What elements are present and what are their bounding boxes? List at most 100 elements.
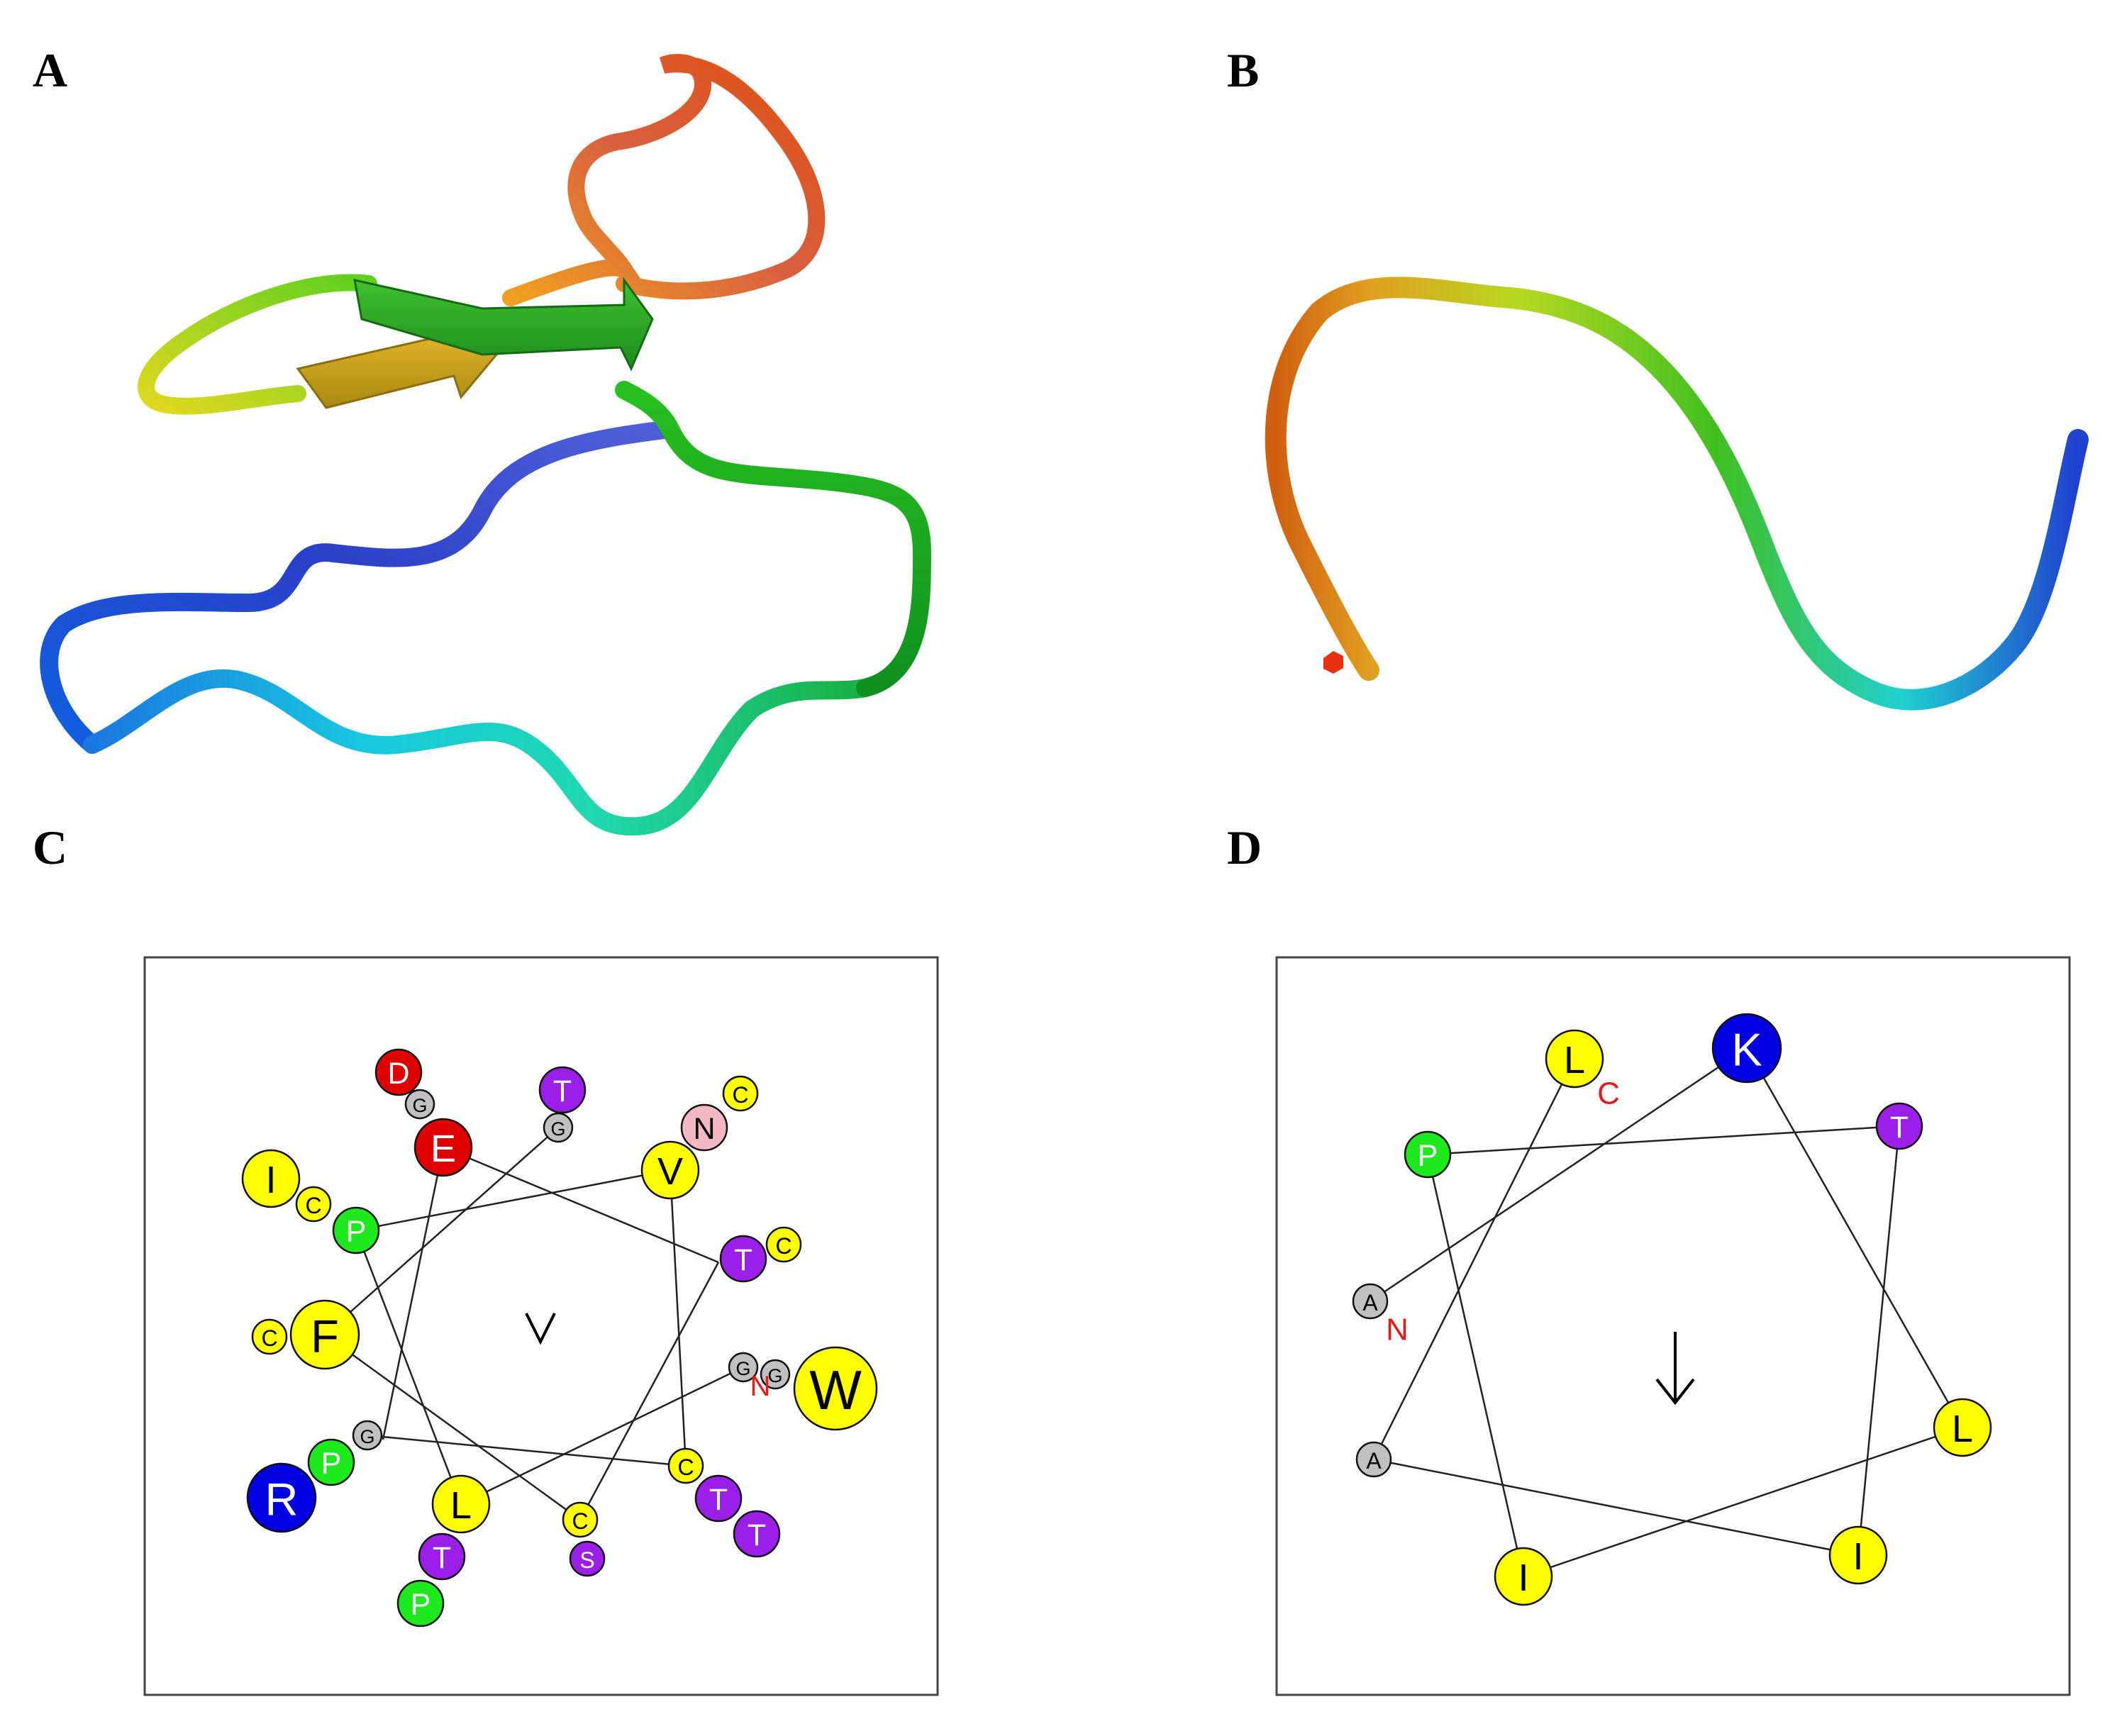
wheel-c-residue-circle [251,1318,288,1355]
wheel-c-residue-letter: L [450,1484,472,1527]
wheel-c-residue-letter: T [709,1483,728,1517]
wheel-c-residue-letter: G [360,1426,374,1447]
wheel-c-residue-d: D [374,1048,423,1096]
wheel-d-residue-letter: T [1890,1111,1909,1145]
ribbon-a-orange-red [502,54,826,306]
wheel-d-connection-line [1427,1125,1900,1156]
wheel-c-residue-letter: P [411,1588,431,1622]
terminus-b-marker [1323,651,1343,674]
ribbon-b [1265,277,2089,711]
wheel-c-residue-t: T [694,1474,743,1523]
wheel-c-connection-line [367,1434,687,1467]
wheel-d-residue-letter: L [1564,1039,1585,1081]
wheel-c-residue-p: P [396,1579,445,1628]
wheel-c-residue-circle [241,1149,301,1208]
wheel-c-residue-c: C [722,1075,759,1112]
wheel-c-residue-circle [760,1359,791,1390]
wheel-c-residue-letter: C [572,1508,588,1534]
panel-label-b: B [1227,43,1259,97]
wheel-c-residue-i: I [241,1149,301,1208]
wheel-c-connection-line [355,1230,462,1505]
wheel-c-residue-letter: T [433,1541,451,1575]
wheel-c-residue-circle [640,1140,700,1200]
wheel-c-residue-circle [765,1226,802,1263]
wheel-c-residue-circle [722,1075,759,1112]
wheel-c-residue-circle [680,1103,728,1152]
wheel-c-residue-letter: G [550,1118,565,1140]
wheel-c-residue-r: R [246,1462,317,1533]
wheel-c-residue-letter: R [265,1474,299,1525]
wheel-c-residue-letter: C [305,1193,321,1218]
wheel-c-residue-letter: C [261,1325,277,1351]
wheel-c-residue-letter: V [657,1150,683,1193]
wheel-d-residue-letter: A [1362,1290,1378,1315]
wheel-c-residue-letter: G [735,1358,750,1379]
wheel-d-residue-letter: I [1852,1535,1863,1578]
wheel-c-residue-f: F [289,1299,360,1370]
wheel-c-connection-line [443,1146,719,1264]
wheel-c-residue-letter: G [412,1095,427,1116]
wheel-c-connections [324,1127,744,1521]
wheel-c-residue-l: L [431,1474,491,1534]
wheel-c-residue-circle [793,1346,878,1431]
wheel-d-residue-circle [1404,1130,1452,1179]
wheel-c-residue-w: W [793,1346,878,1431]
wheel-c-residue-c: C [295,1186,332,1223]
wheel-d-residue-letter: I [1518,1557,1528,1599]
wheel-d-connection-line [1745,1047,1964,1428]
wheel-c-residue-circle [719,1235,767,1283]
wheel-d-frame [1275,956,2071,1696]
wheel-c-residue-circle [352,1420,383,1451]
wheel-c-residue-letter: E [430,1128,456,1170]
wheel-c-residue-circle [562,1501,599,1538]
wheel-c-residue-g: G [404,1089,435,1120]
wheel-d-residue-circle [1875,1102,1923,1150]
beta-strand-green [353,277,654,372]
wheel-c-residue-c: C [562,1501,599,1538]
wheel-c-residue-circle [289,1299,360,1370]
wheel-c-residue-letter: S [579,1547,594,1573]
wheel-d-residue-circle [1352,1283,1389,1320]
wheel-d-residue-i: I [1828,1525,1888,1585]
wheel-d-residue-letter: P [1418,1139,1438,1173]
wheel-c-residue-circle [694,1474,743,1523]
wheel-d-residue-l: L [1545,1029,1604,1089]
wheel-c-connection-line [382,1147,445,1440]
panel-label-d: D [1227,820,1262,874]
wheel-c-residue-g: G [760,1359,791,1390]
ribbon-a-green [615,381,932,697]
wheel-c-residue-letter: T [553,1074,572,1108]
wheel-c-residue-letter: T [734,1243,752,1277]
wheel-c-residue-g: G [352,1420,383,1451]
wheel-c-residue-circle [543,1112,574,1143]
wheel-c-residue-t: T [418,1532,466,1581]
wheel-d-residue-a: A [1355,1441,1392,1478]
wheel-d-connection-line [1372,1058,1576,1460]
wheel-c-residue-circle [295,1186,332,1223]
wheel-c-residue-t: T [538,1066,587,1114]
wheel-c-connection-line [324,1127,559,1335]
wheel-c-residue-s: S [569,1540,606,1577]
wheel-c-residue-letter: W [809,1359,862,1421]
wheel-c-residue-letter: T [748,1518,766,1552]
wheel-c-residue-circle [374,1048,423,1096]
wheel-c-residue-circle [418,1532,466,1581]
wheel-c-residue-v: V [640,1140,700,1200]
wheel-d-connection-line [1373,1458,1859,1557]
wheel-c-connection-line [669,1169,687,1467]
wheel-c-residue-letter: P [321,1447,342,1481]
wheel-c-residue-letter: G [767,1365,782,1386]
wheel-c-connection-line [579,1262,720,1520]
wheel-c-residue-letter: F [311,1311,339,1362]
wheel-d-residue-p: P [1404,1130,1452,1179]
wheel-c-residue-circle [396,1579,445,1628]
wheel-c-residue-circle [404,1089,435,1120]
wheel-c-connection-line [355,1169,671,1232]
wheel-d-c-terminus: C [1597,1076,1620,1111]
wheel-c-residue-circle [733,1510,781,1558]
wheel-c-residue-circle [431,1474,491,1534]
wheel-d-residue-circle [1711,1013,1782,1084]
wheel-d-residue-t: T [1875,1102,1923,1150]
